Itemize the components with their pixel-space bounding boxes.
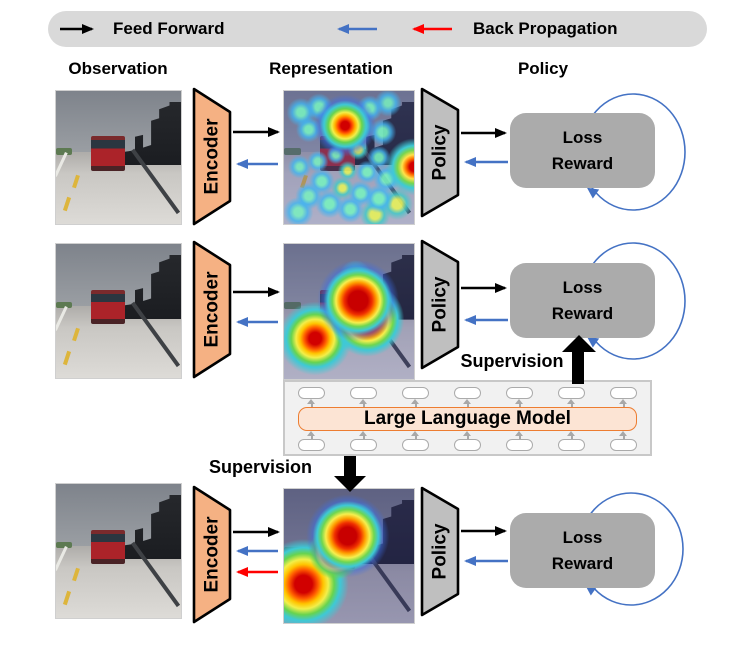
token-pill	[610, 439, 637, 451]
large-language-model-block: Large Language Model	[283, 380, 652, 456]
up-arrow-icon	[515, 399, 524, 407]
loss-reward-box-row2: Loss Reward	[510, 263, 655, 338]
reward-label: Reward	[551, 553, 614, 573]
encoder-label: Encoder	[201, 118, 222, 195]
scene-red-car	[91, 529, 125, 565]
supervision-label-row2: Supervision	[460, 351, 564, 371]
scene-grass	[56, 148, 73, 155]
legend-feed-forward-label: Feed Forward	[113, 19, 225, 38]
token-pill	[506, 439, 533, 451]
llm-up-arrows	[298, 399, 637, 407]
legend-back-propagation-label: Back Propagation	[473, 19, 618, 38]
observation-image-row3	[55, 483, 182, 619]
loss-label: Loss	[562, 528, 603, 547]
encoder-label: Encoder	[201, 516, 222, 593]
loss-label: Loss	[562, 128, 603, 147]
llm-input-tokens	[298, 439, 637, 451]
token-pill	[558, 439, 585, 451]
attention-heatmap	[284, 91, 414, 224]
token-pill	[454, 439, 481, 451]
up-arrow-icon	[359, 431, 368, 439]
representation-heatmap-row1	[283, 90, 415, 225]
llm-core: Large Language Model	[298, 407, 637, 431]
token-pill	[402, 439, 429, 451]
column-header-observation: Observation	[68, 59, 168, 78]
loss-label: Loss	[562, 278, 603, 297]
up-arrow-icon	[619, 399, 628, 407]
token-pill	[454, 387, 481, 399]
up-arrow-icon	[411, 431, 420, 439]
token-pill	[558, 387, 585, 399]
token-pill	[350, 439, 377, 451]
representation-heatmap-row3	[283, 488, 415, 624]
up-arrow-icon	[463, 431, 472, 439]
loss-reward-box-row1: Loss Reward	[510, 113, 655, 188]
representation-heatmap-row2	[283, 243, 415, 380]
loss-reward-box-row3: Loss Reward	[510, 513, 655, 588]
token-pill	[298, 439, 325, 451]
up-arrow-icon	[411, 399, 420, 407]
policy-block-row1: Policy	[420, 87, 460, 218]
scene-grass	[56, 541, 73, 549]
attention-heatmap	[284, 244, 414, 379]
up-arrow-icon	[567, 431, 576, 439]
up-arrow-icon	[463, 399, 472, 407]
scene-red-car	[91, 136, 125, 171]
up-arrow-icon	[567, 399, 576, 407]
token-pill	[298, 387, 325, 399]
up-arrow-icon	[359, 399, 368, 407]
legend-bar	[48, 11, 707, 47]
llm-up-arrows	[298, 431, 637, 439]
attention-heatmap	[284, 489, 414, 623]
column-header-representation: Representation	[269, 59, 393, 78]
reward-label: Reward	[551, 153, 614, 173]
llm-output-tokens	[298, 387, 637, 399]
scene-grass	[56, 301, 73, 309]
policy-label: Policy	[429, 276, 450, 333]
encoder-block-row3: Encoder	[192, 485, 232, 624]
policy-block-row3: Policy	[420, 486, 460, 617]
observation-image-row1	[55, 90, 182, 225]
up-arrow-icon	[307, 431, 316, 439]
policy-block-row2: Policy	[420, 239, 460, 370]
up-arrow-icon	[619, 431, 628, 439]
token-pill	[610, 387, 637, 399]
token-pill	[506, 387, 533, 399]
policy-label: Policy	[429, 124, 450, 181]
scene-red-car	[91, 289, 125, 325]
encoder-block-row1: Encoder	[192, 87, 232, 226]
column-header-policy: Policy	[517, 59, 569, 78]
up-arrow-icon	[307, 399, 316, 407]
reward-label: Reward	[551, 303, 614, 323]
encoder-block-row2: Encoder	[192, 240, 232, 379]
supervision-label-row3: Supervision	[208, 457, 313, 477]
observation-image-row2	[55, 243, 182, 379]
policy-label: Policy	[429, 523, 450, 580]
token-pill	[402, 387, 429, 399]
up-arrow-icon	[515, 431, 524, 439]
token-pill	[350, 387, 377, 399]
encoder-label: Encoder	[201, 271, 222, 348]
